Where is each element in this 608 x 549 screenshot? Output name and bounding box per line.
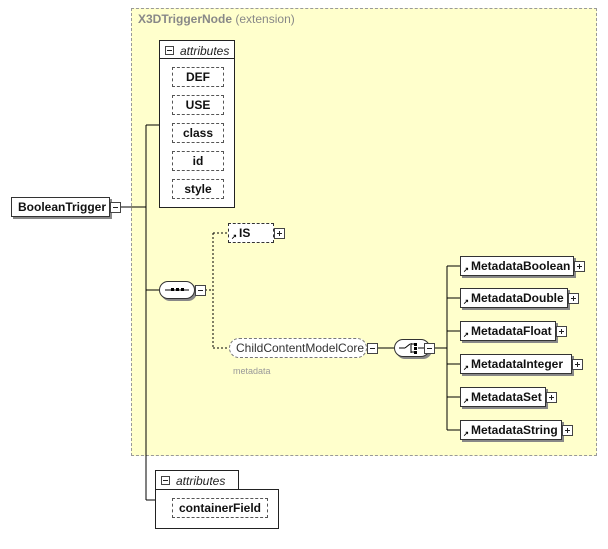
collapse-icon[interactable] xyxy=(424,343,435,354)
sequence-icon xyxy=(165,288,189,291)
attributes-tab: attributes xyxy=(155,470,239,490)
attribute-item[interactable]: containerField xyxy=(172,498,268,518)
collapse-icon[interactable] xyxy=(161,476,170,485)
attribute-item[interactable]: USE xyxy=(172,95,224,115)
expand-icon[interactable] xyxy=(572,359,583,370)
attributes-tab: attributes xyxy=(159,40,235,59)
expand-icon[interactable] xyxy=(562,425,573,436)
metadata-item-label: MetadataInteger xyxy=(471,357,564,371)
extension-name: X3DTriggerNode xyxy=(138,12,233,26)
attribute-item[interactable]: id xyxy=(172,151,224,171)
expand-icon[interactable] xyxy=(274,228,285,239)
reference-arrow-icon: ↗ xyxy=(463,267,469,274)
metadata-item[interactable]: ↗ MetadataSet xyxy=(460,387,546,407)
reference-arrow-icon: ↗ xyxy=(463,332,469,339)
metadata-item[interactable]: ↗ MetadataString xyxy=(460,420,562,440)
metadata-item-label: MetadataBoolean xyxy=(471,259,571,273)
is-node-label: IS xyxy=(239,226,251,240)
collapse-icon[interactable] xyxy=(165,46,174,55)
group-node[interactable]: ChildContentModelCore xyxy=(229,338,367,358)
metadata-item-label: MetadataSet xyxy=(471,390,542,404)
attribute-item[interactable]: style xyxy=(172,179,224,199)
extension-suffix: (extension) xyxy=(235,12,295,26)
collapse-icon[interactable] xyxy=(367,343,378,354)
choice-icon xyxy=(399,343,425,354)
expand-icon[interactable] xyxy=(574,261,585,272)
reference-arrow-icon: ↗ xyxy=(463,365,469,372)
metadata-item[interactable]: ↗ MetadataBoolean xyxy=(460,256,574,276)
is-node[interactable]: ↗ IS xyxy=(228,223,274,243)
attributes-header: attributes xyxy=(176,474,226,488)
choice-compositor xyxy=(394,339,430,357)
metadata-item[interactable]: ↗ MetadataDouble xyxy=(460,288,568,308)
metadata-item[interactable]: ↗ MetadataInteger xyxy=(460,354,572,374)
metadata-item[interactable]: ↗ MetadataFloat xyxy=(460,321,556,341)
collapse-icon[interactable] xyxy=(110,202,121,213)
reference-arrow-icon: ↗ xyxy=(463,299,469,306)
group-node-label: ChildContentModelCore xyxy=(236,341,365,355)
metadata-item-label: MetadataFloat xyxy=(471,324,552,338)
expand-icon[interactable] xyxy=(546,392,557,403)
root-node-label: BooleanTrigger xyxy=(18,200,107,214)
root-node[interactable]: BooleanTrigger xyxy=(11,197,110,217)
sequence-compositor xyxy=(159,281,195,299)
reference-arrow-icon: ↗ xyxy=(463,431,469,438)
reference-arrow-icon: ↗ xyxy=(463,398,469,405)
expand-icon[interactable] xyxy=(556,326,567,337)
group-sublabel: metadata xyxy=(233,366,271,376)
extension-title: X3DTriggerNode (extension) xyxy=(138,12,295,26)
attribute-item[interactable]: class xyxy=(172,123,224,143)
attributes-header: attributes xyxy=(180,44,230,58)
reference-arrow-icon: ↗ xyxy=(231,234,237,241)
attribute-item[interactable]: DEF xyxy=(172,67,224,87)
metadata-item-label: MetadataString xyxy=(471,423,558,437)
metadata-item-label: MetadataDouble xyxy=(471,291,564,305)
collapse-icon[interactable] xyxy=(195,285,206,296)
expand-icon[interactable] xyxy=(568,293,579,304)
